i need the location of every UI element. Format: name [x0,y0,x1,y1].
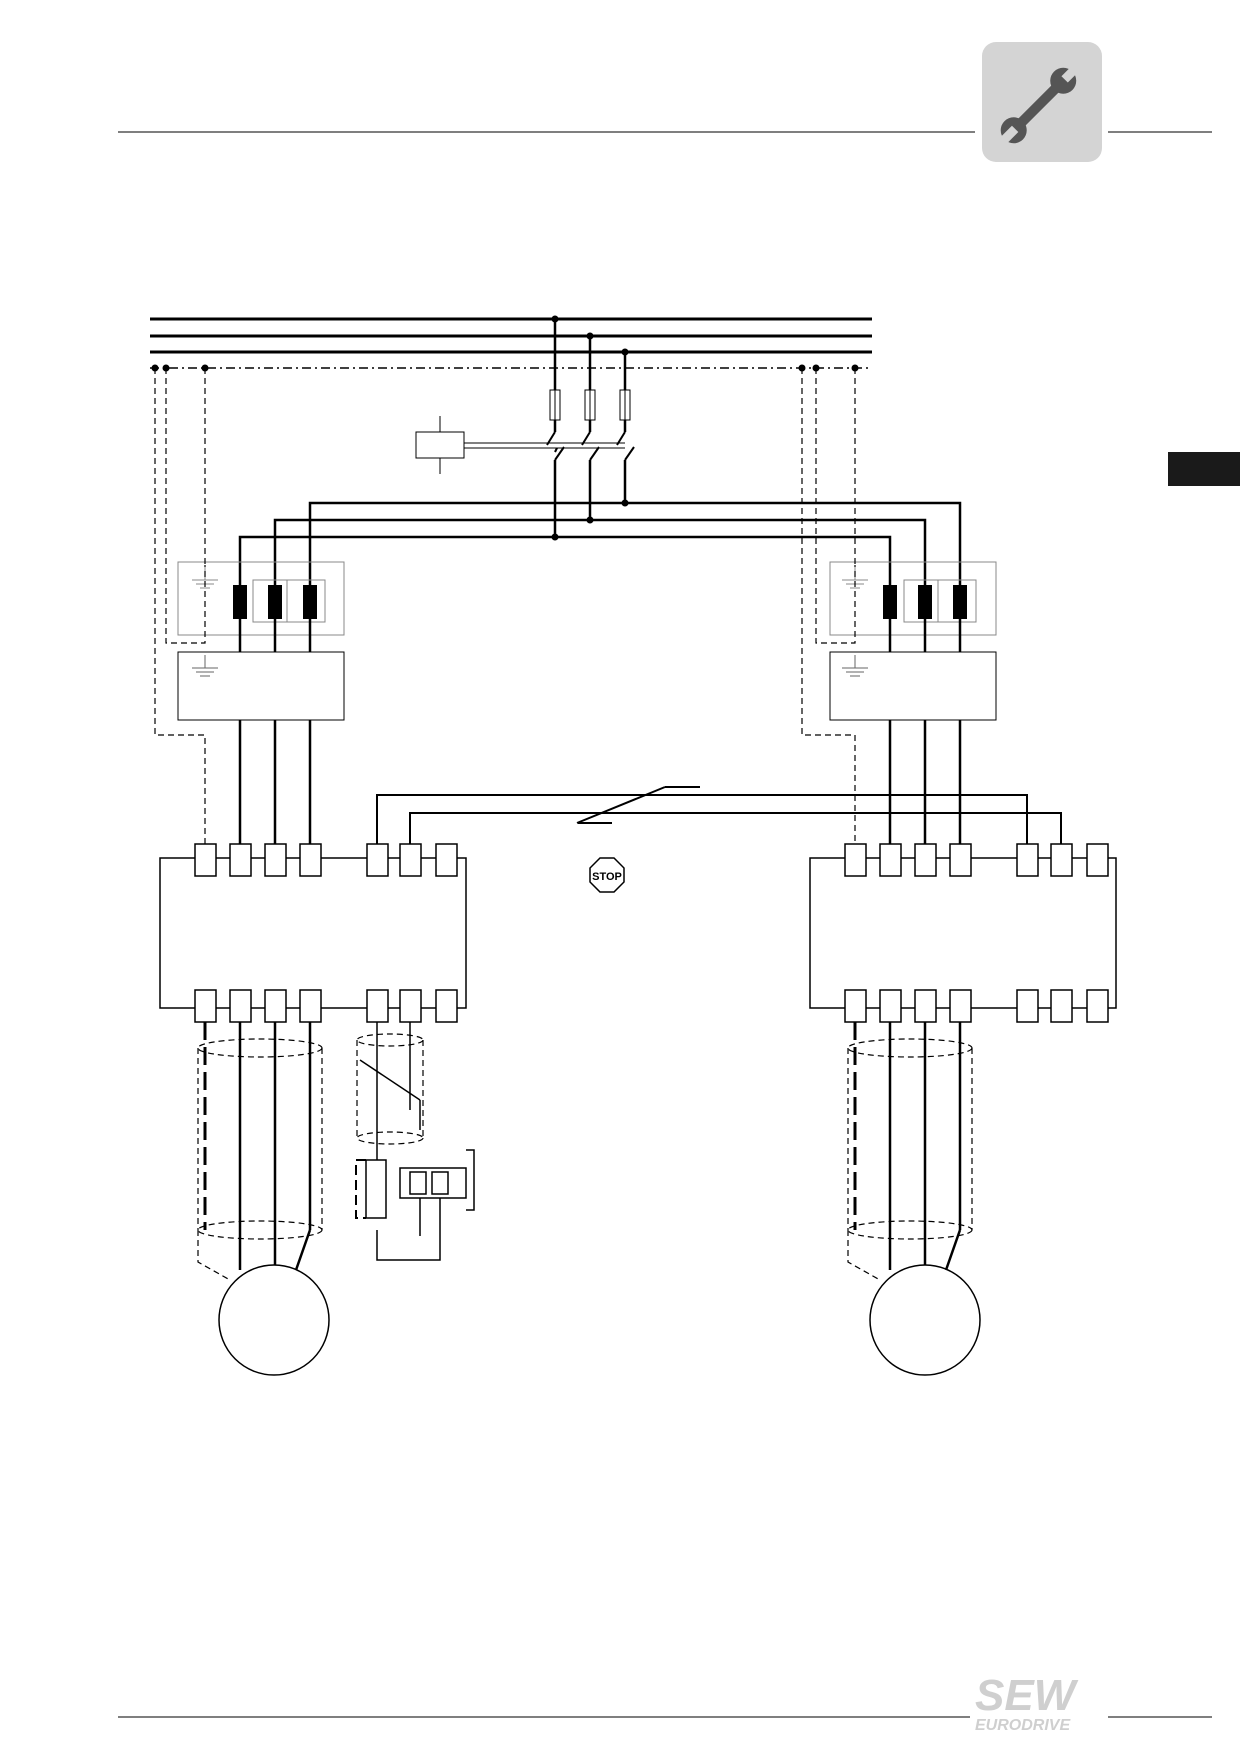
line-fuses [549,385,631,425]
cable-shield-right [847,1038,973,1240]
line-filter-left [177,561,345,636]
braking-resistor [365,1159,387,1219]
header [118,42,1240,486]
motor-cable-left [238,1022,312,1271]
line-chokes-right [883,585,967,619]
supply-distribution [238,501,962,585]
motor-left [218,1264,330,1376]
braking-resistor-cable [359,1022,421,1160]
terminals-left-top [194,843,458,877]
ground-symbol-right-emc [842,655,868,677]
chapter-marker [1168,452,1240,486]
terminals-right-bottom [844,989,1109,1023]
contactor-coil [415,416,625,474]
pe-wiring-right [801,368,856,844]
sew-logo-main: SEW [975,1671,1079,1720]
terminals-right-top [844,843,1109,877]
wiring-diagram [150,315,1117,1376]
motor-right [869,1264,981,1376]
ground-symbol-left-emc [192,655,218,677]
control-link [376,786,1062,844]
line-filter-right [829,561,997,636]
pe-wiring-left [154,368,206,844]
motor-cable-right [888,1022,962,1271]
sew-logo-sub: EURODRIVE [975,1717,1071,1734]
cable-shield-left [197,1038,323,1240]
footer: SEW EURODRIVE [118,1671,1212,1734]
terminals-left-bottom [194,989,458,1023]
supply-busbars [150,317,872,354]
inverter-right [809,857,1117,1009]
emc-filter-right [829,651,997,721]
inverter-left [159,857,467,1009]
stop-sign-label: STOP [592,871,622,883]
stop-sign: STOP [589,857,625,893]
wrench-icon [982,42,1102,162]
thermal-relay [376,1149,475,1261]
supply-taps [553,319,627,390]
emc-filter-left [177,651,345,721]
line-chokes-left [233,585,317,619]
main-contactor [546,431,635,461]
